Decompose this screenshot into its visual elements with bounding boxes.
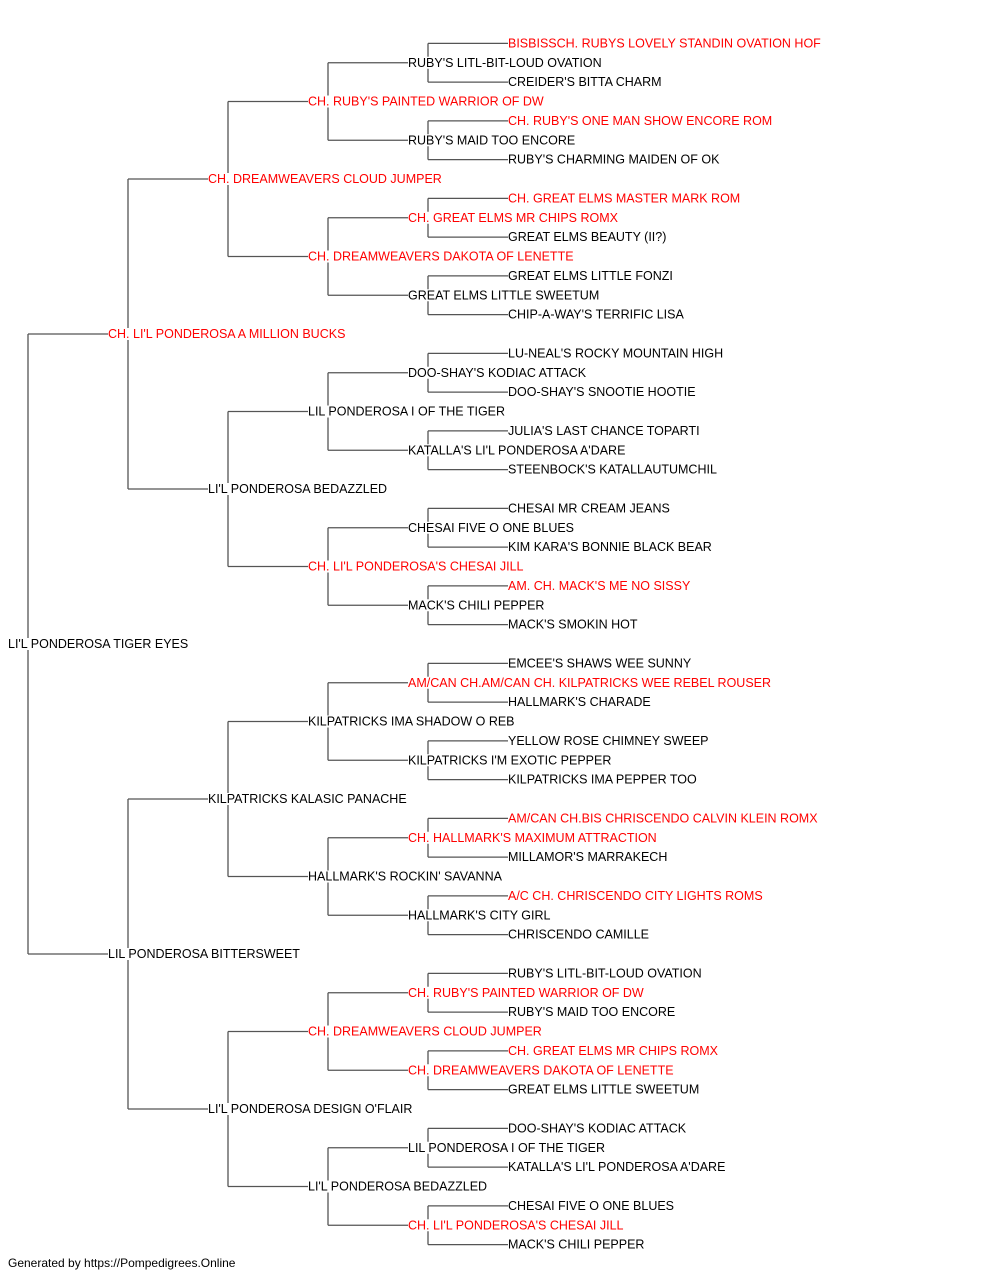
pedigree-name-d-s-d: HALLMARK'S ROCKIN' SAVANNA (308, 870, 503, 884)
pedigree-name-s-s-d-d-d: CHIP-A-WAY'S TERRIFIC LISA (508, 308, 684, 322)
pedigree-name-d-s-s-s: AM/CAN CH.AM/CAN CH. KILPATRICKS WEE REB… (408, 676, 771, 690)
pedigree-name-d-s-s-s-s: EMCEE'S SHAWS WEE SUNNY (508, 656, 692, 670)
pedigree-name-s-d-s-d: KATALLA'S LI'L PONDEROSA A'DARE (408, 443, 625, 457)
pedigree-name-s-s-s-s: RUBY'S LITL-BIT-LOUD OVATION (408, 56, 602, 70)
pedigree-name-d-d-d: LI'L PONDEROSA BEDAZZLED (308, 1180, 487, 1194)
pedigree-name-s-s-s-s-d: CREIDER'S BITTA CHARM (508, 75, 662, 89)
pedigree-name-d-s-d-d: HALLMARK'S CITY GIRL (408, 908, 551, 922)
pedigree-name-d-d-d-d-s: CHESAI FIVE O ONE BLUES (508, 1199, 674, 1213)
pedigree-name-s-s: CH. DREAMWEAVERS CLOUD JUMPER (208, 172, 442, 186)
pedigree-name-d-s-d-s-s: AM/CAN CH.BIS CHRISCENDO CALVIN KLEIN RO… (508, 811, 818, 825)
pedigree-name-d-d-d-d: CH. LI'L PONDEROSA'S CHESAI JILL (408, 1218, 624, 1232)
pedigree-name-d-s-d-d-d: CHRISCENDO CAMILLE (508, 928, 649, 942)
pedigree-name-d-d-s-s-s: RUBY'S LITL-BIT-LOUD OVATION (508, 966, 702, 980)
pedigree-name-d-s-s-d-d: KILPATRICKS IMA PEPPER TOO (508, 773, 697, 787)
pedigree-name-d-d-d-s-d: KATALLA'S LI'L PONDEROSA A'DARE (508, 1160, 725, 1174)
pedigree-name-d-d: LI'L PONDEROSA DESIGN O'FLAIR (208, 1102, 412, 1116)
pedigree-name-d-d-d-d-d: MACK'S CHILI PEPPER (508, 1238, 644, 1252)
pedigree-name-d-s: KILPATRICKS KALASIC PANACHE (208, 792, 407, 806)
pedigree-name-s-s-s-d-s: CH. RUBY'S ONE MAN SHOW ENCORE ROM (508, 114, 772, 128)
pedigree-name-d-d-s-s-d: RUBY'S MAID TOO ENCORE (508, 1005, 675, 1019)
pedigree-name-s-s-s: CH. RUBY'S PAINTED WARRIOR OF DW (308, 95, 544, 109)
pedigree-name-d-d-d-s-s: DOO-SHAY'S KODIAC ATTACK (508, 1121, 687, 1135)
pedigree-name-d-s-s-s-d: HALLMARK'S CHARADE (508, 695, 651, 709)
pedigree-name-d: LIL PONDEROSA BITTERSWEET (108, 947, 300, 961)
pedigree-name-s-s-s-d: RUBY'S MAID TOO ENCORE (408, 133, 575, 147)
pedigree-name-s-d-s-s-s: LU-NEAL'S ROCKY MOUNTAIN HIGH (508, 346, 723, 360)
pedigree-name-d-d-d-s: LIL PONDEROSA I OF THE TIGER (408, 1141, 605, 1155)
pedigree-name-s-d: LI'L PONDEROSA BEDAZZLED (208, 482, 387, 496)
pedigree-name-s-d-d-s: CHESAI FIVE O ONE BLUES (408, 521, 574, 535)
pedigree-name-s-s-d-s: CH. GREAT ELMS MR CHIPS ROMX (408, 211, 619, 225)
pedigree-name-s-s-d-s-s: CH. GREAT ELMS MASTER MARK ROM (508, 191, 740, 205)
pedigree-name-s-d-d-s-d: KIM KARA'S BONNIE BLACK BEAR (508, 540, 712, 554)
pedigree-name-d-s-s-d: KILPATRICKS I'M EXOTIC PEPPER (408, 753, 611, 767)
pedigree-name-subject: LI'L PONDEROSA TIGER EYES (8, 637, 188, 651)
pedigree-name-s-d-d-d-d: MACK'S SMOKIN HOT (508, 618, 638, 632)
pedigree-name-s-s-s-d-d: RUBY'S CHARMING MAIDEN OF OK (508, 153, 720, 167)
pedigree-name-d-s-s-d-s: YELLOW ROSE CHIMNEY SWEEP (508, 734, 709, 748)
pedigree-name-s-s-d-d: GREAT ELMS LITTLE SWEETUM (408, 288, 599, 302)
pedigree-name-s-s-d-d-s: GREAT ELMS LITTLE FONZI (508, 269, 673, 283)
pedigree-name-s-s-s-s-s: BISBISSCH. RUBYS LOVELY STANDIN OVATION … (508, 36, 821, 50)
pedigree-name-d-d-s-d: CH. DREAMWEAVERS DAKOTA OF LENETTE (408, 1063, 674, 1077)
pedigree-name-s-d-d-d-s: AM. CH. MACK'S ME NO SISSY (508, 579, 691, 593)
pedigree-name-d-d-s-s: CH. RUBY'S PAINTED WARRIOR OF DW (408, 986, 644, 1000)
pedigree-name-s-d-d-d: MACK'S CHILI PEPPER (408, 598, 544, 612)
pedigree-name-d-d-s-d-d: GREAT ELMS LITTLE SWEETUM (508, 1083, 699, 1097)
pedigree-name-s-d-s-s-d: DOO-SHAY'S SNOOTIE HOOTIE (508, 385, 696, 399)
pedigree-name-s-d-s-d-s: JULIA'S LAST CHANCE TOPARTI (508, 424, 700, 438)
pedigree-name-s-d-s-d-d: STEENBOCK'S KATALLAUTUMCHIL (508, 463, 717, 477)
pedigree-name-d-d-s: CH. DREAMWEAVERS CLOUD JUMPER (308, 1025, 542, 1039)
pedigree-name-s-d-s: LIL PONDEROSA I OF THE TIGER (308, 405, 505, 419)
pedigree-name-d-d-s-d-s: CH. GREAT ELMS MR CHIPS ROMX (508, 1044, 719, 1058)
pedigree-name-d-s-s: KILPATRICKS IMA SHADOW O REB (308, 715, 515, 729)
footer-credit: Generated by https://Pompedigrees.Online (8, 1256, 236, 1270)
pedigree-name-s-s-d: CH. DREAMWEAVERS DAKOTA OF LENETTE (308, 250, 574, 264)
pedigree-name-d-s-d-s-d: MILLAMOR'S MARRAKECH (508, 850, 667, 864)
pedigree-name-s-d-d: CH. LI'L PONDEROSA'S CHESAI JILL (308, 560, 524, 574)
pedigree-name-s-s-d-s-d: GREAT ELMS BEAUTY (II?) (508, 230, 666, 244)
pedigree-name-s-d-d-s-s: CHESAI MR CREAM JEANS (508, 501, 670, 515)
pedigree-name-d-s-d-s: CH. HALLMARK'S MAXIMUM ATTRACTION (408, 831, 657, 845)
pedigree-name-s-d-s-s: DOO-SHAY'S KODIAC ATTACK (408, 366, 587, 380)
pedigree-name-s: CH. LI'L PONDEROSA A MILLION BUCKS (108, 327, 345, 341)
pedigree-name-d-s-d-d-s: A/C CH. CHRISCENDO CITY LIGHTS ROMS (508, 889, 763, 903)
